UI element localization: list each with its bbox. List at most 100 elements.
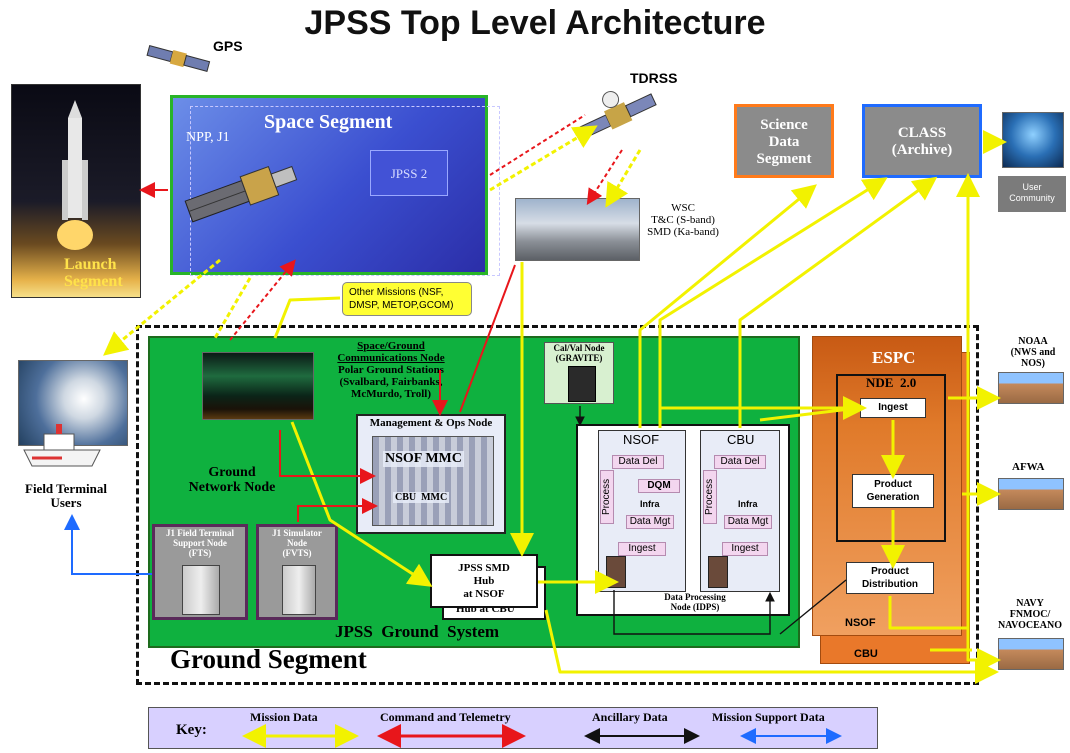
ftn-label-3: (FTS) (188, 548, 212, 558)
ship-icon (23, 424, 101, 467)
wsc-label: WSC T&C (S-band) SMD (Ka-band) (633, 202, 733, 238)
link-hub-navy (544, 609, 999, 684)
link-space-tdrss-red (489, 114, 586, 176)
nsof-data-del: Data Del (612, 455, 664, 469)
link-mgmt-wsc (459, 264, 516, 413)
management-ops-label: Management & Ops Node (369, 417, 493, 429)
ground-network-node-label: Ground Network Node (172, 465, 292, 495)
science-label-3: Segment (756, 151, 812, 167)
gnn-label-1: Ground (208, 465, 256, 480)
gps-satellite-icon (146, 45, 211, 72)
field-terminal-users-label: Field Terminal Users (10, 482, 122, 510)
nsof-infra: Infra (640, 499, 660, 509)
diagram-title: JPSS Top Level Architecture (304, 4, 766, 42)
link-tdrss-wsc (605, 149, 642, 208)
field-terminal-node-label: J1 Field Terminal Support Node (FTS) (152, 528, 248, 558)
idps-label-1: Data Processing (664, 592, 726, 602)
cbu-server (708, 556, 728, 588)
noaa-label-3: NOS) (1021, 358, 1045, 369)
link-fts-users (64, 514, 152, 575)
wsc-label-1: WSC (671, 202, 695, 214)
calval-server (568, 366, 596, 402)
class-label-1: CLASS (897, 125, 947, 141)
wsc-label-2: T&C (S-band) (651, 214, 715, 226)
nsof-data-mgt: Data Mgt (626, 515, 674, 529)
launch-label-2: Segment (64, 273, 123, 290)
ftu-label-2: Users (50, 495, 82, 510)
link-space-ftu (103, 258, 221, 356)
science-label-2: Data (768, 134, 800, 150)
navy-label-3: NAVOCEANO (997, 620, 1063, 631)
navy-label-1: NAVY (1016, 598, 1044, 609)
calval-box (544, 342, 614, 404)
gps-label: GPS (213, 38, 243, 54)
cbu-data-del: Data Del (714, 455, 766, 469)
link-space-tdrss (489, 125, 598, 192)
gnn-label-2: Network Node (188, 480, 276, 495)
link-cbu-espc (759, 406, 859, 422)
cbu-ingest: Ingest (722, 542, 768, 556)
simulator-rack (282, 565, 316, 615)
science-label-1: Science (760, 117, 808, 133)
calval-label: Cal/Val Node (GRAVITE) (544, 343, 614, 363)
user-community-label-2: Community (1009, 193, 1055, 203)
sim-label-3: (FVTS) (282, 548, 312, 558)
wsc-photo (515, 198, 640, 261)
nde-title: NDE 2.0 (866, 375, 917, 390)
sg-label-3: Polar Ground Stations (338, 364, 444, 376)
link-tdrss-wsc-red (586, 149, 623, 206)
jpss-ground-system-label: JPSS Ground System (335, 622, 500, 641)
jpss2-box: JPSS 2 (370, 150, 448, 196)
link-aurora-mgmt (279, 430, 376, 484)
legend-item-support: Mission Support Data (712, 710, 825, 724)
pg-label-1: Product (874, 479, 912, 490)
link-idps-pd (613, 590, 775, 635)
espc-cbu-label: CBU (854, 648, 878, 660)
aurora-photo (202, 352, 314, 420)
simulator-node-label: J1 Simulator Node (FVTS) (256, 528, 338, 558)
legend-item-command: Command and Telemetry (380, 710, 511, 724)
field-terminal-rack (182, 565, 220, 615)
espc-title: ESPC (872, 348, 916, 367)
espc-nsof-label: NSOF (845, 617, 876, 629)
smd-hub-box: JPSS SMD Hub at NSOF (430, 554, 538, 608)
sim-label-1: J1 Simulator (272, 528, 322, 538)
espc-ingest-box: Ingest (860, 398, 926, 418)
class-archive-box: CLASS (Archive) (862, 104, 982, 178)
npp-j1-label: NPP, J1 (186, 130, 230, 145)
cbu-infra: Infra (738, 499, 758, 509)
nsof-ingest: Ingest (618, 542, 666, 556)
science-data-segment-box: Science Data Segment (734, 104, 834, 178)
navy-label-2: FNMOC/ (1009, 609, 1051, 620)
sg-label-2: Communications Node (337, 352, 445, 364)
pd-label-2: Distribution (861, 579, 919, 590)
link-pd-ancillary (779, 579, 847, 635)
launch-label: Launch Segment (64, 256, 123, 290)
link-aurora-smd (290, 421, 433, 587)
space-ground-node-label: Space/Ground Communications Node Polar G… (316, 340, 466, 400)
smd-hub-label-2: Hub (473, 575, 495, 587)
link-space-ground (213, 277, 252, 339)
space-segment-title: Space Segment (264, 111, 393, 133)
link-othermissions (273, 296, 341, 339)
npp-satellite-icon (184, 165, 298, 223)
ground-segment-label: Ground Segment (170, 644, 367, 674)
pg-label-2: Generation (866, 492, 920, 503)
navy-label: NAVY FNMOC/ NAVOCEANO (990, 598, 1070, 631)
other-missions-label-1: Other Missions (NSF, (349, 287, 444, 298)
nsof-mmc-label: NSOF MMC (383, 451, 464, 467)
cbu-mmc-label: CBU MMC (393, 492, 450, 503)
link-idps-class-1 (658, 177, 888, 428)
idps-label-2: Node (IDPS) (670, 602, 720, 612)
user-community-label-1: User (1022, 182, 1042, 192)
launch-label-1: Launch (64, 256, 117, 273)
legend-key-label: Key: (176, 722, 207, 738)
noaa-label-2: (NWS and (1010, 347, 1056, 358)
sg-label-4: (Svalbard, Fairbanks, (339, 376, 443, 388)
legend-item-mission: Mission Data (250, 710, 318, 724)
sg-label-5: McMurdo, Troll) (350, 388, 432, 400)
calval-label-1: Cal/Val Node (553, 343, 605, 353)
smd-hub-label-1: JPSS SMD (458, 562, 510, 574)
nsof-idps-title: NSOF (623, 432, 660, 447)
